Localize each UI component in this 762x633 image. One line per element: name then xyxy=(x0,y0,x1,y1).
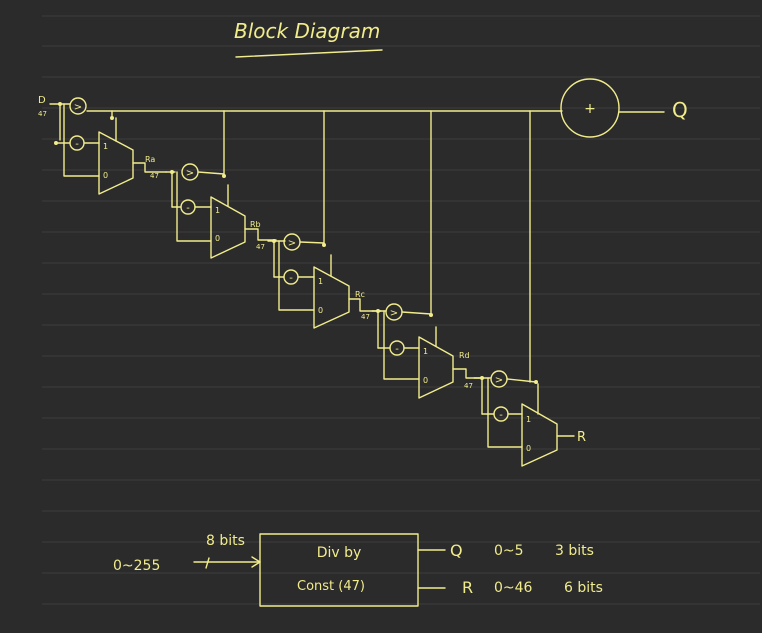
subtractor-a: - xyxy=(171,171,212,215)
mux-b: 1 0 xyxy=(313,254,350,329)
mux-a: 1 0 xyxy=(210,184,246,259)
summary-out-q-name: Q xyxy=(450,541,463,560)
summary-block-line1: Div by xyxy=(317,545,362,561)
subtractor-c-symbol: - xyxy=(395,344,399,355)
subtractor-a-symbol: - xyxy=(186,203,190,214)
comparator-a-symbol: > xyxy=(186,168,194,179)
adder-symbol: + xyxy=(584,101,596,117)
mux-0: 1 0 xyxy=(98,117,134,195)
mux-c-in1: 1 xyxy=(423,347,428,356)
comparator-b: > xyxy=(267,233,326,251)
stage-d-reg-label: Rd xyxy=(459,351,470,360)
mux-b-in1: 1 xyxy=(318,277,323,286)
adder: + xyxy=(560,78,620,138)
summary-out-r-name: R xyxy=(462,578,473,597)
stage-b-ctl-label: 47 xyxy=(256,243,265,251)
input-d-label: D xyxy=(38,95,46,106)
subtractor-0: - xyxy=(54,103,100,151)
output-r-label: R xyxy=(577,430,586,445)
mux-c: 1 0 xyxy=(418,326,454,399)
subtractor-b-symbol: - xyxy=(289,273,293,284)
mux-d-in0: 0 xyxy=(526,444,531,453)
stage-a-ctl-label: 47 xyxy=(150,172,159,180)
comparator-a: > xyxy=(165,163,226,181)
input-d-ctl-label: 47 xyxy=(38,110,47,118)
mux-a-in0: 0 xyxy=(215,234,220,243)
summary-out-q-width: 3 bits xyxy=(555,543,594,559)
stage-c-ctl-label: 47 xyxy=(361,313,370,321)
diagram-title: Block Diagram xyxy=(234,19,380,43)
summary-out-r-width: 6 bits xyxy=(564,580,603,596)
ruled-lines xyxy=(42,15,760,605)
comparator-b-symbol: > xyxy=(288,238,296,249)
comparator-c: > xyxy=(371,303,433,321)
title-underline xyxy=(235,49,383,58)
output-q-label: Q xyxy=(672,98,688,122)
mux-b-in0: 0 xyxy=(318,306,323,315)
mux-0-in0: 0 xyxy=(103,171,108,180)
comparator-0: > xyxy=(69,97,87,115)
mux-d: 1 0 xyxy=(521,383,558,467)
stage-b-reg-label: Rb xyxy=(250,220,261,229)
stage-bit-lines xyxy=(223,110,531,383)
summary-block: 0~255 8 bits Div by Const (47) Q 0~5 3 b… xyxy=(113,533,603,607)
stage-a-reg-label: Ra xyxy=(145,155,155,164)
mux-c-in0: 0 xyxy=(423,376,428,385)
comparator-d-symbol: > xyxy=(495,375,503,386)
subtractor-d-symbol: - xyxy=(499,410,503,421)
summary-out-q-range: 0~5 xyxy=(494,543,524,559)
mux-0-in1: 1 xyxy=(103,142,108,151)
subtractor-0-symbol: - xyxy=(75,139,79,150)
stage-c-reg-label: Rc xyxy=(355,290,365,299)
summary-input-range: 0~255 xyxy=(113,558,160,574)
comparator-0-symbol: > xyxy=(74,102,82,113)
subtractor-b: - xyxy=(273,240,315,285)
mux-d-in1: 1 xyxy=(526,415,531,424)
summary-input-width: 8 bits xyxy=(206,533,245,549)
comparator-c-symbol: > xyxy=(390,308,398,319)
subtractor-c: - xyxy=(377,310,420,356)
summary-block-line2: Const (47) xyxy=(297,579,365,594)
summary-out-r-range: 0~46 xyxy=(494,580,533,596)
comparator-d: > xyxy=(473,370,538,388)
mux-a-in1: 1 xyxy=(215,206,220,215)
stage-d-ctl-label: 47 xyxy=(464,382,473,390)
